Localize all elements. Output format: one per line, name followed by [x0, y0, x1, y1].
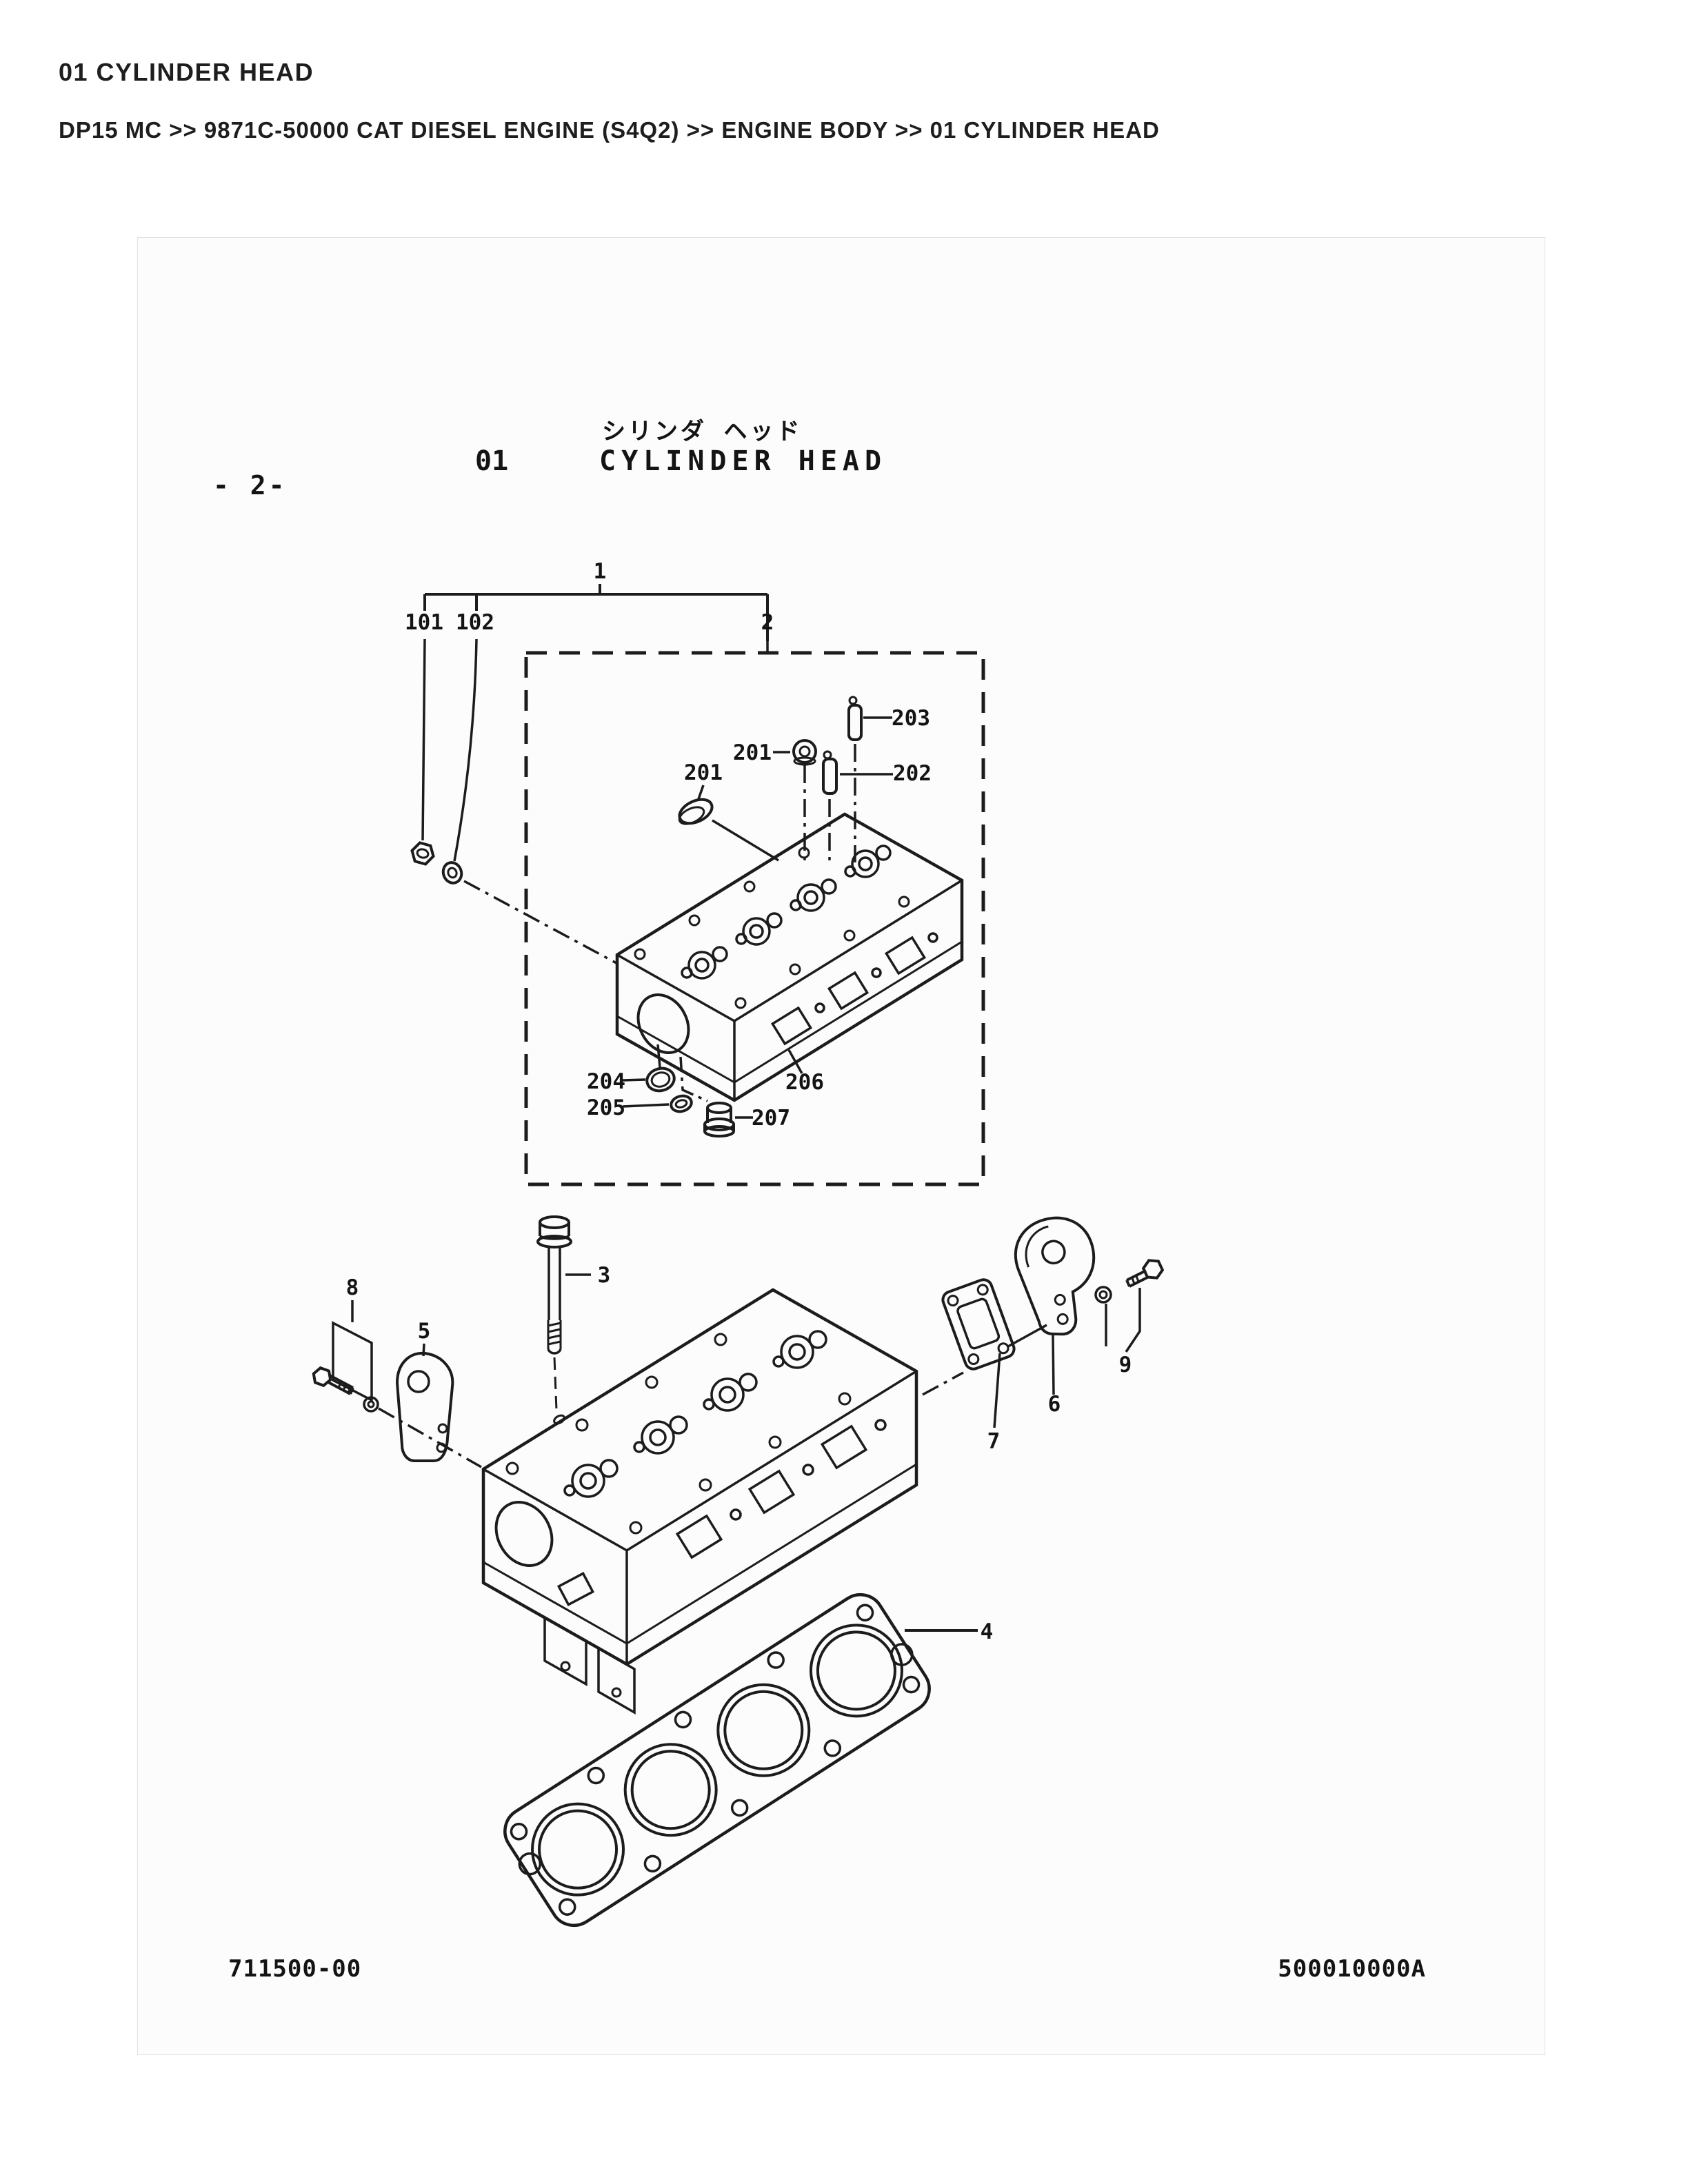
leader-204-drop	[656, 1044, 661, 1068]
part-8-bolt-assembly	[312, 1321, 379, 1413]
part-203-valve-guide	[847, 696, 863, 741]
callout-4: 4	[981, 1619, 994, 1644]
callout-3: 3	[598, 1263, 611, 1288]
leader-206	[787, 1049, 803, 1074]
cylinder-head-upper-drawing	[615, 812, 964, 1102]
callout-202: 202	[893, 761, 932, 786]
part-9-bolt-washer	[1094, 1259, 1165, 1304]
callout-6: 6	[1048, 1392, 1061, 1417]
footer-figure-code: 500010000A	[1278, 1955, 1426, 1983]
page-marker: - 2-	[213, 470, 288, 501]
part-7-gasket	[941, 1278, 1016, 1371]
part-102-washer	[441, 861, 463, 884]
assembly-line-207	[679, 1056, 708, 1102]
assembly-line-head-to-gasket7	[922, 1371, 964, 1396]
callout-9: 9	[1119, 1353, 1132, 1377]
figure-title-japanese: シリンダ ヘッド	[602, 418, 802, 445]
assembly-line-gasket7-to-bracket6	[1007, 1324, 1047, 1348]
leader-9	[1105, 1288, 1141, 1353]
callout-1: 1	[594, 559, 607, 584]
page-title: 01 CYLINDER HEAD	[59, 58, 314, 86]
assembly-line-101-to-head	[463, 880, 617, 964]
leader-7	[993, 1353, 1001, 1428]
assembly-line-8	[378, 1407, 482, 1468]
footer-drawing-number: 711500-00	[228, 1955, 361, 1983]
callout-8: 8	[346, 1275, 359, 1300]
part-3-head-bolt	[536, 1215, 572, 1355]
callout-205: 205	[587, 1095, 625, 1120]
part-201-valve-seal	[792, 739, 817, 766]
assembly-line-3	[553, 1357, 558, 1410]
callout-201a: 201	[733, 740, 772, 765]
callout-201b: 201	[684, 760, 723, 785]
callout-7: 7	[987, 1429, 1001, 1454]
cylinder-head-lower-drawing	[481, 1288, 918, 1715]
callout-2: 2	[761, 610, 774, 635]
figure-title-english: CYLINDER HEAD	[599, 445, 887, 477]
callout-206: 206	[785, 1070, 824, 1095]
callout-101: 101	[405, 610, 443, 635]
callout-102: 102	[456, 610, 494, 635]
assembly-line-201b	[712, 819, 779, 862]
callout-204: 204	[587, 1069, 625, 1094]
part-205-seal	[670, 1094, 693, 1113]
leader-201b	[697, 785, 705, 800]
part-6-bracket	[1014, 1216, 1096, 1336]
part-5-bracket	[395, 1351, 454, 1462]
part-201-cup-plug	[678, 798, 714, 825]
exploded-parts-diagram: シリンダ ヘッド 01 CYLINDER HEAD - 2- 1 101 102…	[213, 418, 1426, 1983]
leader-205	[622, 1103, 670, 1108]
callout-207: 207	[752, 1106, 790, 1131]
part-204-seal	[645, 1066, 676, 1093]
part-101-plug	[410, 841, 435, 866]
callout-203: 203	[892, 706, 930, 731]
diagram-panel: シリンダ ヘッド 01 CYLINDER HEAD - 2- 1 101 102…	[137, 237, 1545, 2055]
part-207-cap	[703, 1102, 735, 1138]
part-4-head-gasket	[503, 1593, 931, 1928]
figure-section-number: 01	[475, 445, 508, 477]
callout-tree: 1 101 102 2	[405, 559, 774, 862]
leader-6	[1052, 1335, 1055, 1395]
breadcrumb: DP15 MC >> 9871C-50000 CAT DIESEL ENGINE…	[59, 117, 1160, 143]
part-202-valve-guide	[822, 750, 838, 795]
callout-5: 5	[418, 1319, 431, 1344]
